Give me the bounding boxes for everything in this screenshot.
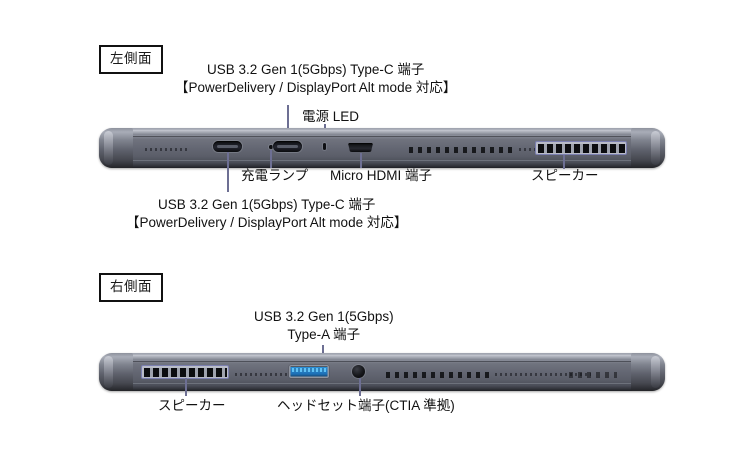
- callout-usb-c-top: USB 3.2 Gen 1(5Gbps) Type-C 端子 【PowerDel…: [175, 61, 456, 97]
- leader-line-speaker-left-view: [563, 155, 565, 169]
- usb-c-port-2[interactable]: [273, 141, 302, 152]
- chassis-chamfer-highlight: [115, 130, 649, 135]
- callout-usb-c-bottom-line2: 【PowerDelivery / DisplayPort Alt mode 対応…: [126, 214, 408, 230]
- callout-usb-c-top-line1: USB 3.2 Gen 1(5Gbps) Type-C 端子: [207, 62, 425, 77]
- callout-micro-hdmi-label: Micro HDMI 端子: [330, 168, 432, 183]
- callout-usb-a-line2: Type-A 端子: [287, 326, 361, 342]
- charge-lamp-pinhole: [269, 145, 273, 149]
- chassis-chamfer-highlight-bottom: [115, 355, 649, 360]
- power-led-indicator: [323, 143, 326, 150]
- chassis-vent-strip-bottom: [386, 372, 491, 378]
- chassis-endcap-ring-left-bottom: [104, 356, 113, 388]
- chassis-endcap-right-bottom: [631, 353, 665, 391]
- callout-charge-lamp-label: 充電ランプ: [241, 168, 309, 183]
- callout-speaker-left-view: スピーカー: [531, 167, 599, 185]
- chassis-vent-strip-bottom-2: [569, 372, 617, 378]
- callout-power-led: 電源 LED: [302, 108, 359, 126]
- callout-speaker-right-view: スピーカー: [158, 397, 226, 415]
- leader-line-speaker-right-view: [185, 378, 187, 396]
- speaker-grille-holes: [537, 143, 625, 153]
- device-left-side-view: [99, 128, 665, 168]
- chassis-seam-upper: [109, 136, 655, 137]
- device-right-side-view: [99, 353, 665, 391]
- chassis-endcap-ring-right: [651, 131, 660, 165]
- callout-micro-hdmi: Micro HDMI 端子: [330, 167, 432, 185]
- callout-speaker-left-label: スピーカー: [531, 168, 599, 183]
- speaker-grille-right-view: [141, 365, 229, 379]
- chassis-seam-upper-bottom: [109, 361, 655, 362]
- device-chassis-top: [99, 128, 665, 168]
- leader-line-usb-c-bottom: [227, 152, 229, 192]
- callout-usb-a: USB 3.2 Gen 1(5Gbps) Type-A 端子: [254, 308, 394, 344]
- callout-usb-c-top-line2: 【PowerDelivery / DisplayPort Alt mode 対応…: [175, 79, 457, 95]
- callout-usb-a-line1: USB 3.2 Gen 1(5Gbps): [254, 309, 394, 324]
- chassis-endcap-ring-right-bottom: [651, 356, 660, 388]
- chassis-endcap-right: [631, 128, 665, 168]
- leader-line-charge-lamp: [270, 150, 272, 168]
- callout-usb-c-bottom-line1: USB 3.2 Gen 1(5Gbps) Type-C 端子: [158, 197, 376, 212]
- chassis-texture-vent-far-right: [495, 373, 591, 376]
- device-chassis-bottom: [99, 353, 665, 391]
- callout-speaker-right-label: スピーカー: [158, 398, 226, 413]
- speaker-grille-left-view: [535, 141, 627, 155]
- chassis-seam-lower-bottom: [109, 383, 655, 384]
- callout-headset-label: ヘッドセット端子(CTIA 準拠): [277, 398, 455, 413]
- callout-usb-c-bottom: USB 3.2 Gen 1(5Gbps) Type-C 端子 【PowerDel…: [126, 196, 407, 232]
- chassis-endcap-left: [99, 128, 133, 168]
- chassis-vent-strip-top: [409, 147, 517, 153]
- chassis-texture-vent-mid: [235, 373, 295, 376]
- callout-headset: ヘッドセット端子(CTIA 準拠): [277, 397, 455, 415]
- micro-hdmi-port[interactable]: [348, 143, 373, 152]
- chassis-endcap-left-bottom: [99, 353, 133, 391]
- chassis-texture-vent-left: [145, 148, 187, 151]
- chassis-endcap-ring-left: [104, 131, 113, 165]
- headset-jack[interactable]: [352, 365, 365, 378]
- callout-power-led-label: 電源 LED: [302, 109, 360, 124]
- usb-c-port-1[interactable]: [213, 141, 242, 152]
- speaker-grille-holes-right: [143, 367, 227, 377]
- callout-charge-lamp: 充電ランプ: [241, 167, 308, 185]
- leader-line-micro-hdmi: [360, 153, 362, 168]
- section-label-left-side: 左側面: [99, 45, 163, 74]
- leader-line-usb-c-top: [287, 105, 289, 141]
- section-label-right-side: 右側面: [99, 273, 163, 302]
- chassis-seam-lower: [109, 160, 655, 161]
- usb-a-port[interactable]: [289, 365, 329, 378]
- leader-line-headset: [359, 378, 361, 396]
